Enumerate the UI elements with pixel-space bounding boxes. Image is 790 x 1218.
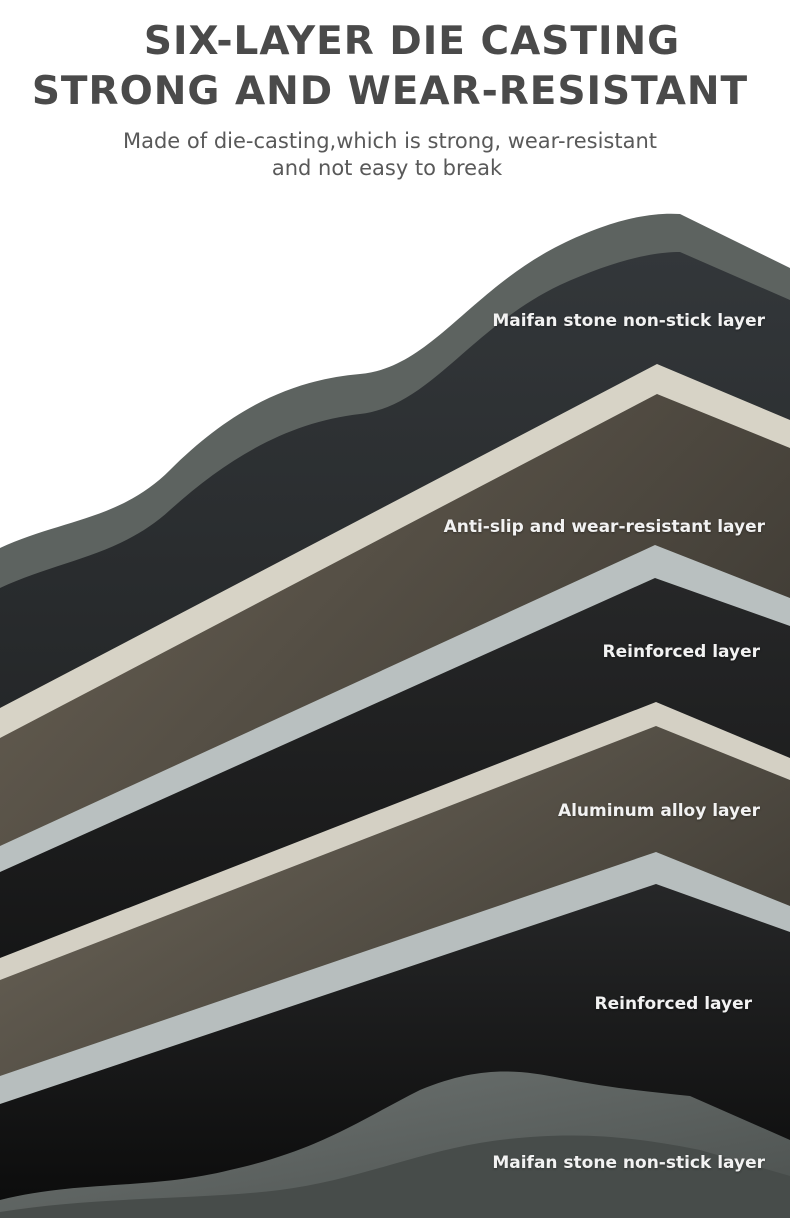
- layer-label-anti-slip: Anti-slip and wear-resistant layer: [443, 517, 765, 537]
- layer-label-maifan-top: Maifan stone non-stick layer: [492, 311, 765, 331]
- layer-label-aluminum-alloy: Aluminum alloy layer: [557, 801, 760, 821]
- subtitle-line-1: Made of die-casting,which is strong, wea…: [122, 129, 657, 153]
- layer-label-reinforced-1: Reinforced layer: [602, 642, 760, 662]
- subtitle-line-2: and not easy to break: [271, 156, 503, 180]
- maifan-stone-bottom-shade: [0, 1135, 790, 1218]
- layer-label-maifan-bottom: Maifan stone non-stick layer: [492, 1153, 765, 1173]
- page-title-line-2: STRONG AND WEAR-RESISTANT: [31, 69, 749, 114]
- layer-label-reinforced-2: Reinforced layer: [594, 994, 752, 1014]
- page-title-line-1: SIX-LAYER DIE CASTING: [143, 19, 681, 64]
